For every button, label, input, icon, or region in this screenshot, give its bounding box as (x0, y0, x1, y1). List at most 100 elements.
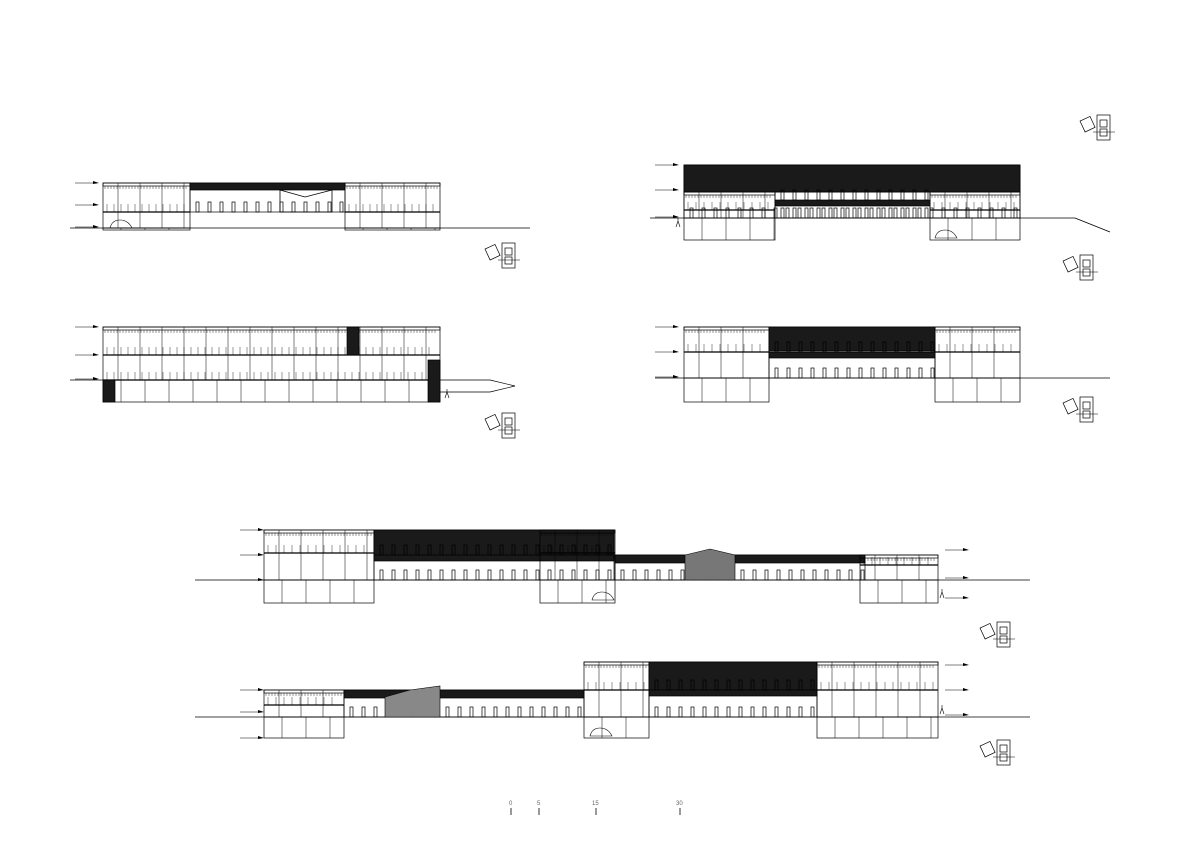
window (559, 569, 564, 581)
level-arrow-icon (673, 188, 679, 191)
window (553, 706, 558, 718)
window (726, 706, 731, 718)
window (451, 569, 456, 581)
window (828, 207, 833, 219)
window (852, 189, 857, 201)
window (846, 341, 851, 353)
key-plan-north-icon (979, 621, 1015, 648)
window (893, 207, 898, 219)
feature-pavilion (684, 548, 736, 581)
window (511, 569, 516, 581)
window (906, 367, 911, 379)
dark-roof-band (343, 689, 585, 699)
window (517, 706, 522, 718)
window (774, 367, 779, 379)
window (798, 367, 803, 379)
window (738, 679, 743, 691)
window (714, 679, 719, 691)
window (511, 544, 516, 556)
window (439, 569, 444, 581)
window (894, 341, 899, 353)
window (505, 706, 510, 718)
window (846, 367, 851, 379)
drawing-section-c (70, 325, 516, 403)
window (848, 569, 853, 581)
window (822, 341, 827, 353)
basement (263, 716, 345, 739)
window (680, 569, 685, 581)
key-plan-north-icon (1079, 114, 1115, 141)
window (786, 341, 791, 353)
window (800, 569, 805, 581)
window (776, 569, 781, 581)
window (930, 341, 935, 353)
window (690, 679, 695, 691)
window (924, 189, 929, 201)
window (804, 207, 809, 219)
window (469, 706, 474, 718)
window (809, 207, 814, 219)
key-plan-outline (484, 413, 501, 431)
window (547, 544, 552, 556)
stair-core (427, 359, 441, 403)
window (577, 706, 582, 718)
roof-slab (263, 689, 345, 694)
level-arrow-icon (963, 663, 969, 666)
window (535, 569, 540, 581)
window (499, 544, 504, 556)
window (481, 706, 486, 718)
window (780, 189, 785, 201)
level-arrow-icon (93, 181, 99, 184)
window (860, 569, 865, 581)
window (339, 201, 344, 213)
window (535, 544, 540, 556)
window (415, 544, 420, 556)
person-icon (444, 389, 450, 399)
window (523, 569, 528, 581)
window (833, 207, 838, 219)
window (475, 544, 480, 556)
drawing-section-d (655, 325, 1110, 403)
window (918, 341, 923, 353)
window (881, 207, 886, 219)
key-plan-block (999, 753, 1008, 762)
window (840, 189, 845, 201)
scale-label-5: 5 (537, 801, 541, 807)
window (788, 569, 793, 581)
window (822, 367, 827, 379)
window (870, 367, 875, 379)
basement (816, 716, 939, 739)
building-wing (102, 326, 441, 381)
drawing-elevation-long-2 (195, 661, 1030, 739)
window (786, 679, 791, 691)
level-arrow-icon (673, 375, 679, 378)
level-arrow-icon (963, 548, 969, 551)
window (279, 201, 284, 213)
car-icon (589, 727, 613, 737)
key-plan-north-icon (1062, 396, 1098, 423)
window (678, 679, 683, 691)
window (810, 341, 815, 353)
window (798, 341, 803, 353)
window (785, 207, 790, 219)
window (668, 569, 673, 581)
scale-label-0: 0 (509, 801, 513, 807)
roof-slab (102, 326, 441, 331)
window (571, 569, 576, 581)
window (912, 207, 917, 219)
basement (934, 377, 1021, 403)
key-plan-outline (484, 243, 501, 261)
window (487, 569, 492, 581)
level-arrow-icon (673, 163, 679, 166)
window (786, 706, 791, 718)
dark-roof-band (648, 661, 818, 691)
key-plan-block (1099, 119, 1108, 128)
window (195, 201, 200, 213)
window (858, 341, 863, 353)
scale-label-30: 30 (676, 801, 683, 807)
window (445, 706, 450, 718)
window (894, 367, 899, 379)
window (840, 207, 845, 219)
window (547, 569, 552, 581)
window (427, 569, 432, 581)
